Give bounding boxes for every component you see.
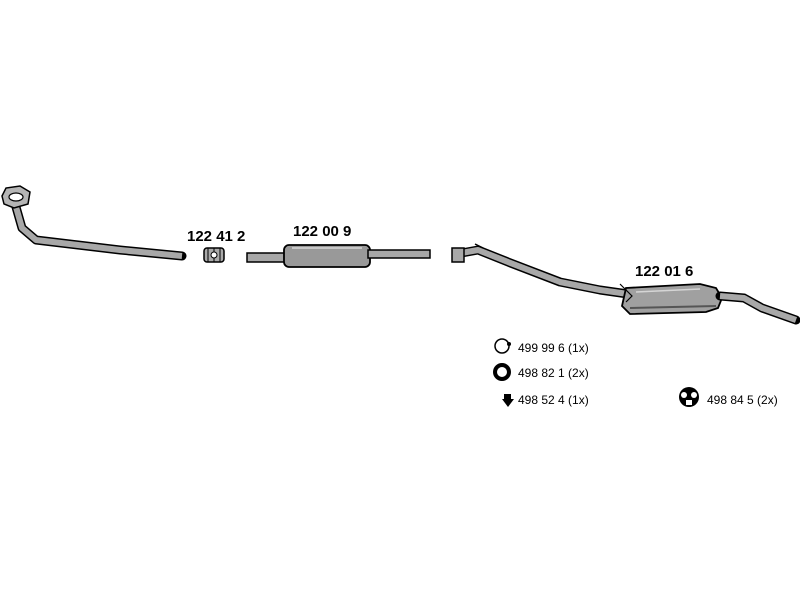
clamp-ring-icon [494, 338, 511, 354]
middle-pipe-label: 122 00 9 [293, 223, 352, 240]
clamp-part [203, 247, 225, 263]
rear-silencer-body [619, 283, 724, 315]
front-flange [1, 185, 31, 209]
rubber-stop-label: 498 52 4 (1x) [518, 393, 589, 407]
clamp-part-label: 122 41 2 [187, 228, 246, 245]
middle-pipe [246, 244, 431, 268]
rear-silencer-label: 122 01 6 [635, 263, 694, 280]
clamp-ring-label: 499 99 6 (1x) [518, 341, 589, 355]
gasket-ring-label: 498 82 1 (2x) [518, 366, 589, 380]
rubber-mount-label: 498 84 5 (2x) [707, 393, 778, 407]
front-pipe [1, 185, 187, 261]
rubber-mount-icon [679, 387, 699, 407]
rubber-stop-icon [502, 394, 514, 407]
rear-section [451, 243, 800, 325]
gasket-ring-icon [493, 363, 511, 381]
